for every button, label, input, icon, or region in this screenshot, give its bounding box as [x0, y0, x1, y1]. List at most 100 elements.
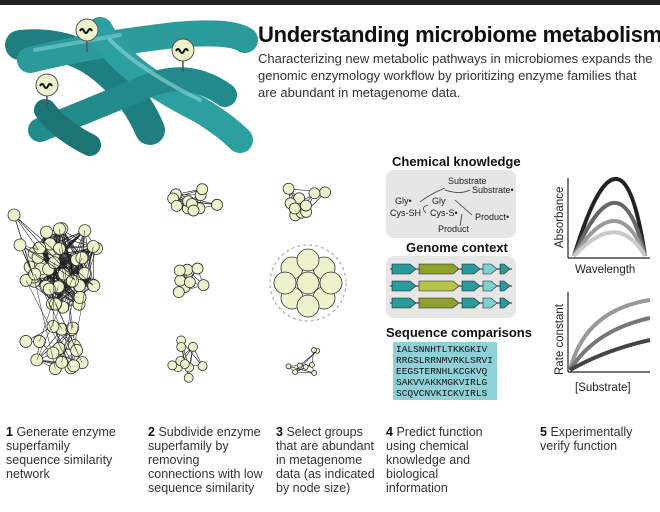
network-edge [59, 228, 74, 329]
network-node [19, 335, 33, 348]
step-1-number: 1 [6, 425, 13, 439]
chem-substrate: Substrate [448, 176, 487, 186]
step-4-text: Predict function using chemical knowledg… [386, 425, 483, 495]
sequence-comparisons-panel: IALSNNHTLTKKGKIVRRGSLRRNMVRKLSRVIEEGSTER… [393, 342, 497, 400]
network-node [179, 359, 190, 370]
gene-arrow [482, 280, 498, 292]
network-node [191, 262, 204, 275]
step-4-caption: 4 Predict function using chemical knowle… [386, 425, 501, 495]
rate-constant-label: Rate constant [554, 303, 566, 375]
selection-circle [269, 244, 347, 322]
genome-context-panel [386, 256, 516, 318]
gene-arrow [461, 263, 481, 275]
pin-icon [171, 38, 195, 72]
wavelength-label: Wavelength [575, 264, 635, 276]
network-node [196, 183, 209, 196]
network-edge [33, 276, 56, 369]
gene-arrow [418, 280, 460, 292]
network-node [172, 286, 185, 299]
step-3-caption: 3 Select groups that are abundant in met… [276, 425, 376, 495]
chem-gly-radical: Gly• [395, 196, 412, 206]
network-node [197, 361, 208, 372]
chemical-knowledge-panel: Substrate Substrate• Gly• Gly Cys-SH Cys… [386, 170, 516, 238]
network-node [288, 202, 301, 215]
gene-arrow [461, 280, 481, 292]
bacteria-illustration [5, 17, 258, 156]
network-node [176, 342, 187, 352]
network-node [187, 204, 200, 217]
rate-constant-plot: Rate constant [Substrate] [554, 292, 651, 394]
gene-arrow [418, 297, 460, 309]
chemical-knowledge-title: Chemical knowledge [392, 154, 521, 169]
network-edge [36, 328, 63, 361]
page-subtitle: Characterizing new metabolic pathways in… [258, 51, 653, 100]
network-node [311, 370, 318, 376]
pin-icon [75, 18, 99, 52]
network-node [319, 186, 332, 199]
step-1-caption: 1 Generate enzyme superfamily sequence s… [6, 425, 116, 481]
network-node [285, 363, 292, 370]
step-5-text: Experimentally verify function [540, 425, 633, 453]
network-node [282, 182, 295, 195]
chem-gly: Gly [432, 196, 446, 206]
gene-arrow [499, 280, 511, 292]
selected-groups-3 [269, 182, 347, 376]
network-edge [52, 262, 55, 327]
gene-arrow [461, 297, 481, 309]
network-node [67, 359, 81, 373]
network-node [296, 248, 320, 272]
step-5-caption: 5 Experimentally verify function [540, 425, 650, 453]
network-node [40, 225, 53, 239]
substrate-label: [Substrate] [575, 382, 631, 394]
step-5-number: 5 [540, 425, 547, 439]
network-edge [13, 214, 94, 286]
network-node [308, 361, 315, 368]
chem-cys-sh: Cys-SH [390, 208, 421, 218]
network-edge [61, 230, 86, 363]
pin-icon [35, 73, 59, 107]
network-node [273, 271, 297, 295]
network-node [174, 274, 187, 287]
network-node [296, 362, 303, 369]
network-node [311, 347, 317, 353]
chem-cys-s-radical: Cys-S• [430, 208, 458, 218]
step-3-text: Select groups that are abundant in metag… [276, 425, 375, 495]
network-node [296, 294, 320, 318]
gene-arrow [391, 263, 417, 275]
network-edge [19, 244, 94, 286]
network-edge [39, 286, 59, 342]
network-node [183, 276, 196, 289]
step-2-text: Subdivide enzyme superfamily by removing… [148, 425, 263, 495]
network-node [173, 264, 186, 277]
chem-product: Product [438, 224, 470, 234]
network-edge [13, 214, 39, 250]
network-node [319, 271, 343, 295]
network-node [197, 279, 210, 292]
network-node [211, 198, 223, 211]
network-node [293, 192, 306, 205]
network-node [183, 372, 194, 383]
network-edge [36, 257, 83, 361]
genome-context-title: Genome context [406, 240, 508, 255]
sequence-row: RRGSLRRNMVRKLSRVI [396, 355, 493, 366]
network-edge [74, 246, 94, 346]
network-edge [34, 273, 63, 330]
gene-arrow [391, 280, 417, 292]
network-edge [188, 346, 194, 378]
gene-arrow [391, 297, 417, 309]
similarity-network-1 [7, 208, 103, 375]
network-node [302, 364, 309, 370]
gene-arrow [482, 263, 498, 275]
page-title: Understanding microbiome metabolism [258, 22, 660, 47]
network-edge [295, 371, 315, 374]
absorbance-label: Absorbance [554, 187, 566, 248]
network-node [33, 241, 47, 255]
step-2-caption: 2 Subdivide enzyme superfamily by removi… [148, 425, 263, 495]
sequence-row: EEGSTERNHLKCGKVQ [396, 366, 488, 377]
subdivided-networks-2 [167, 183, 223, 383]
step-1-text: Generate enzyme superfamily sequence sim… [6, 425, 116, 481]
gene-arrow [418, 263, 460, 275]
network-node [292, 369, 298, 376]
step-4-number: 4 [386, 425, 393, 439]
